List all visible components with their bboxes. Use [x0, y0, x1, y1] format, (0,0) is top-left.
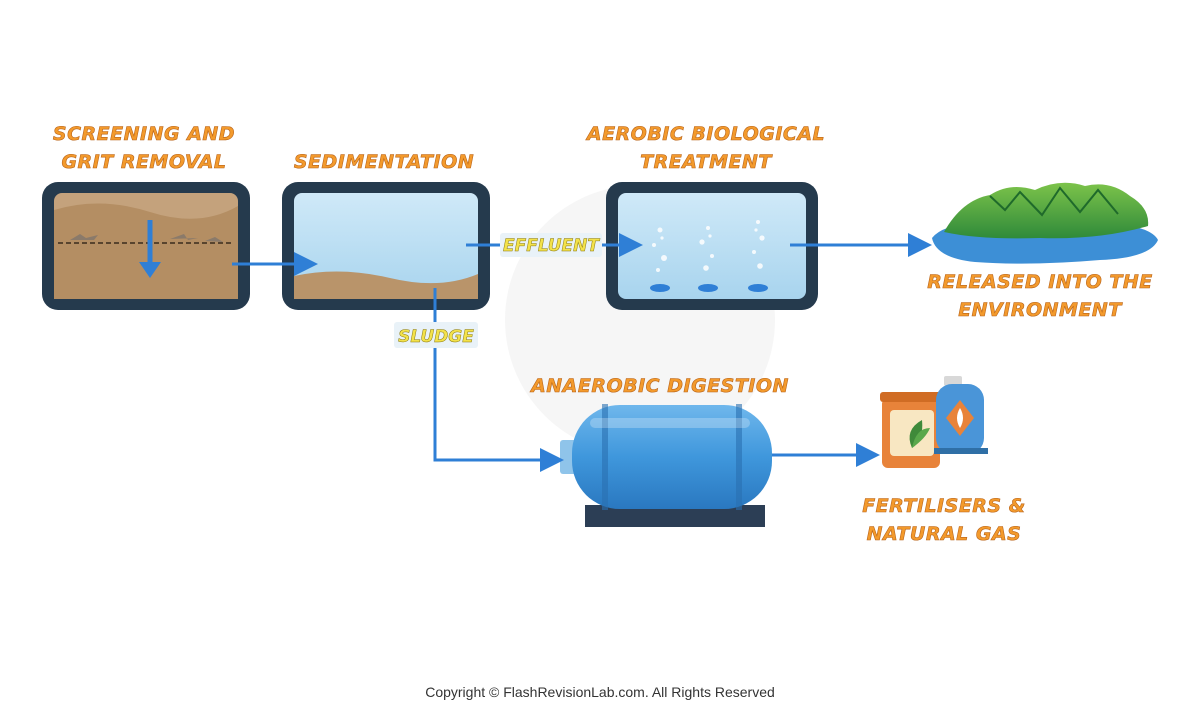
label-sedimentation: Sedimentation — [294, 151, 474, 173]
label-screening-line1: Screening and — [53, 123, 235, 145]
label-released-line1: Released into the — [927, 271, 1153, 293]
label-anaerobic: Anaerobic digestion — [529, 375, 789, 397]
label-released-line2: environment — [958, 299, 1123, 321]
label-products-line1: Fertilisers & — [862, 495, 1026, 517]
aerobic-tank — [606, 182, 818, 310]
effluent-tag: Effluent — [503, 236, 600, 256]
sludge-tag: Sludge — [398, 327, 474, 347]
label-products-line2: natural gas — [867, 523, 1022, 545]
sludge-tag-bg — [394, 322, 478, 348]
gas-cylinder-icon — [934, 376, 988, 454]
anaerobic-digester — [560, 404, 772, 527]
effluent-tag-bg — [500, 233, 602, 257]
label-aerobic-line2: treatment — [640, 151, 773, 173]
label-screening-line2: grit removal — [61, 151, 226, 173]
copyright-notice: Copyright © FlashRevisionLab.com. All Ri… — [425, 684, 775, 700]
aerator-bubbles — [652, 220, 765, 272]
label-aerobic-line1: Aerobic biological — [585, 123, 825, 145]
aerator-diffusers — [650, 284, 768, 292]
screening-tank — [42, 182, 250, 310]
island-illustration — [932, 182, 1158, 264]
sedimentation-tank — [282, 182, 490, 310]
fertiliser-bag-icon — [880, 392, 942, 468]
